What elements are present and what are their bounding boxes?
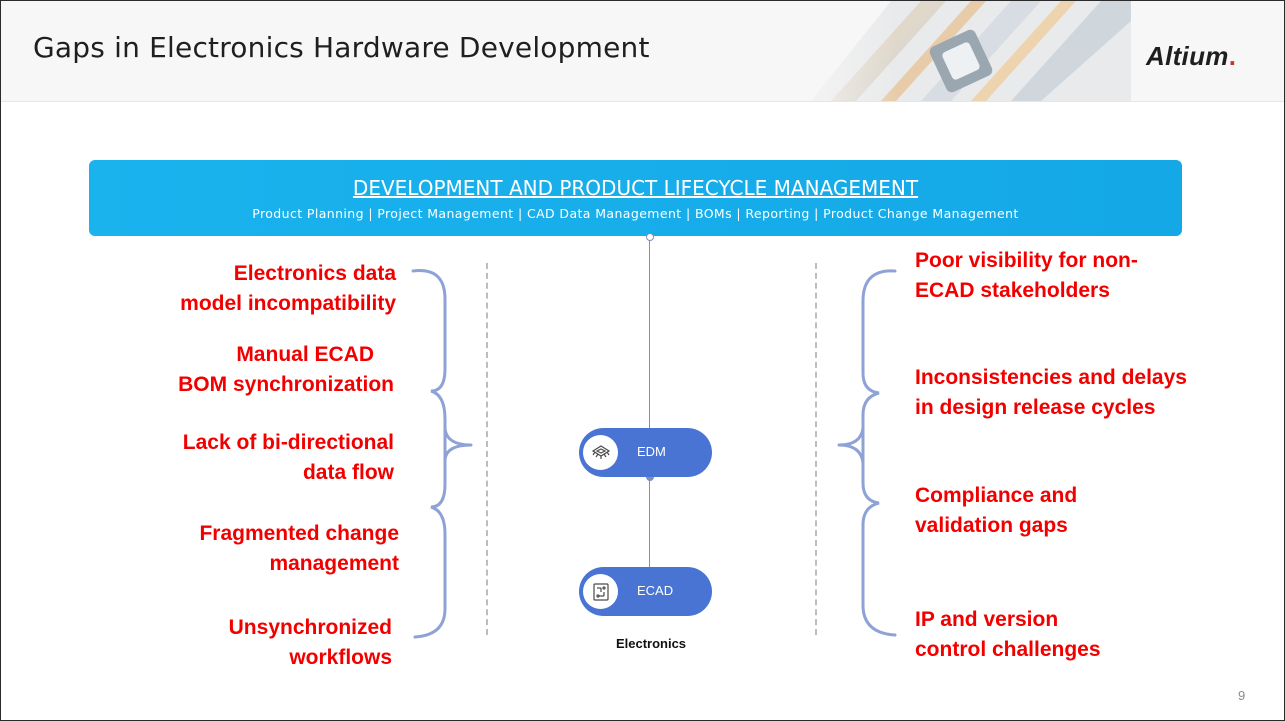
connector-line-bottom <box>649 477 650 569</box>
left-gap-3-line1: Lack of bi-directional <box>182 431 394 454</box>
right-gap-3-line1: Compliance and <box>915 484 1078 507</box>
edm-label: EDM <box>637 444 666 459</box>
right-gap-1: Poor visibility for non- ECAD stakeholde… <box>915 246 1245 306</box>
right-gap-2: Inconsistencies and delays in design rel… <box>915 363 1245 423</box>
right-gap-2-line1: Inconsistencies and delays <box>915 366 1187 389</box>
left-gap-3-line2: data flow <box>302 461 394 484</box>
ecad-label: ECAD <box>637 583 674 598</box>
electronics-caption: Electronics <box>615 636 687 651</box>
left-gap-4-line1: Fragmented change <box>199 522 399 545</box>
left-dashed-divider <box>486 263 488 635</box>
left-gap-2-line1: Manual ECAD <box>236 343 374 366</box>
chip-icon-glyph <box>591 444 610 459</box>
plm-banner: DEVELOPMENT AND PRODUCT LIFECYCLE MANAGE… <box>89 160 1182 236</box>
right-gap-1-line1: Poor visibility for non- <box>915 249 1138 272</box>
right-gap-3: Compliance and validation gaps <box>915 481 1245 541</box>
header-decorative-graphic <box>771 1 1131 101</box>
right-dashed-divider <box>815 263 817 635</box>
right-gap-4-line1: IP and version <box>915 608 1059 631</box>
circuit-board-icon-glyph <box>592 582 609 601</box>
circuit-board-icon <box>583 574 618 609</box>
connector-line-top <box>649 238 650 428</box>
left-gap-3: Lack of bi-directional data flow <box>94 428 394 488</box>
altium-logo-dot: . <box>1228 41 1237 71</box>
right-gap-4-line2: control challenges <box>915 638 1101 661</box>
header-divider <box>1 101 1284 102</box>
left-gap-1: Electronics data model incompatibility <box>96 259 396 319</box>
left-gap-5-line2: workflows <box>289 646 392 669</box>
left-gap-1-line2: model incompatibility <box>180 292 396 315</box>
right-gap-1-line2: ECAD stakeholders <box>915 279 1110 302</box>
left-brace <box>411 269 473 639</box>
left-gap-5: Unsynchronized workflows <box>92 613 392 673</box>
connector-dot-top <box>646 233 654 241</box>
left-gap-5-line1: Unsynchronized <box>228 616 392 639</box>
left-gap-2: Manual ECAD BOM synchronization <box>94 340 394 400</box>
left-gap-4-line2: management <box>269 552 399 575</box>
altium-logo-text: Altium <box>1146 41 1229 71</box>
banner-subtitle: Product Planning | Project Management | … <box>252 206 1019 221</box>
left-gap-1-line1: Electronics data <box>233 262 396 285</box>
right-gap-3-line2: validation gaps <box>915 514 1068 537</box>
ecad-pill: ECAD <box>579 567 712 616</box>
chip-icon <box>583 435 618 470</box>
slide-header: Gaps in Electronics Hardware Development <box>1 1 1284 101</box>
page-number: 9 <box>1238 688 1246 703</box>
altium-logo: Altium. <box>1146 41 1236 72</box>
right-gap-2-line2: in design release cycles <box>915 396 1156 419</box>
left-gap-2-line2: BOM synchronization <box>178 373 394 396</box>
slide-title: Gaps in Electronics Hardware Development <box>33 31 650 64</box>
left-gap-4: Fragmented change management <box>99 519 399 579</box>
edm-pill: EDM <box>579 428 712 477</box>
right-brace <box>837 269 897 637</box>
banner-title: DEVELOPMENT AND PRODUCT LIFECYCLE MANAGE… <box>352 176 919 200</box>
right-gap-4: IP and version control challenges <box>915 605 1245 665</box>
